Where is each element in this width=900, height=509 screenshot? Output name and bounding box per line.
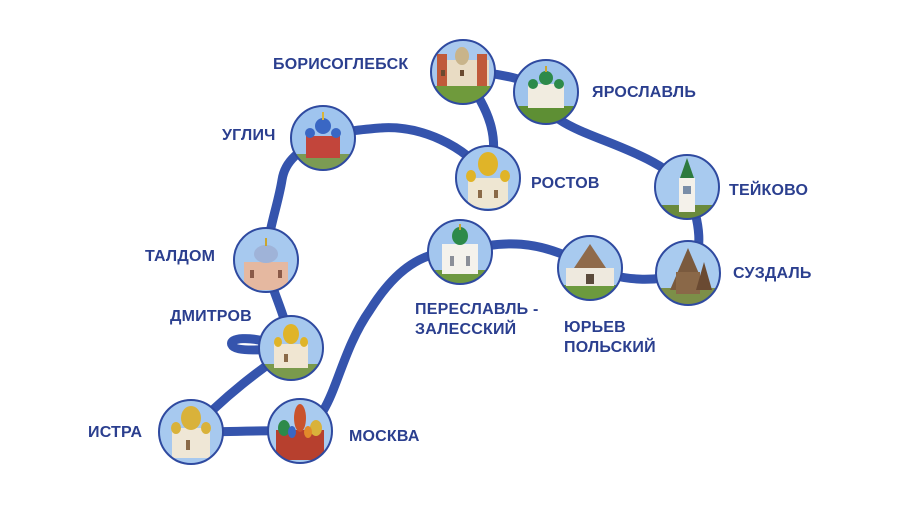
city-medallion-istra[interactable]	[158, 399, 224, 465]
city-medallion-teikovo[interactable]	[654, 154, 720, 220]
city-medallion-yaroslavl[interactable]	[513, 59, 579, 125]
city-medallion-rostov[interactable]	[455, 145, 521, 211]
label-text: ТАЛДОМ	[145, 248, 216, 265]
city-medallion-moskva[interactable]	[267, 398, 333, 464]
label-yaroslavl[interactable]: ЯРОСЛАВЛЬ	[592, 83, 696, 103]
label-text: ДМИТРОВ	[170, 308, 252, 325]
label-uglich[interactable]: УГЛИЧ	[222, 126, 276, 146]
label-text: ЯРОСЛАВЛЬ	[592, 84, 697, 101]
label-text: УГЛИЧ	[222, 127, 276, 144]
label-text: ТЕЙКОВО	[729, 182, 809, 199]
city-medallion-dmitrov[interactable]	[258, 315, 324, 381]
label-yuryev[interactable]: ЮРЬЕВ ПОЛЬСКИЙ	[564, 318, 656, 358]
label-text-line-1: ПЕРЕСЛАВЛЬ -	[415, 301, 539, 318]
city-medallion-taldom[interactable]	[233, 227, 299, 293]
label-text-line-2: ПОЛЬСКИЙ	[564, 339, 656, 356]
city-medallion-uglich[interactable]	[290, 105, 356, 171]
label-borisoglebsk[interactable]: БОРИСОГЛЕБСК	[273, 55, 408, 75]
label-text-line-1: ЮРЬЕВ	[564, 319, 626, 336]
city-medallion-pereslavl[interactable]	[427, 219, 493, 285]
label-text: ИСТРА	[88, 424, 143, 441]
label-text: БОРИСОГЛЕБСК	[273, 56, 409, 73]
city-medallion-yuryev[interactable]	[557, 235, 623, 301]
label-text: СУЗДАЛЬ	[733, 265, 812, 282]
label-istra[interactable]: ИСТРА	[88, 423, 142, 443]
city-medallion-borisoglebsk[interactable]	[430, 39, 496, 105]
label-moskva[interactable]: МОСКВА	[349, 427, 420, 447]
label-dmitrov[interactable]: ДМИТРОВ	[170, 307, 252, 327]
label-teikovo[interactable]: ТЕЙКОВО	[729, 181, 808, 201]
label-suzdal[interactable]: СУЗДАЛЬ	[733, 264, 812, 284]
label-text-line-2: ЗАЛЕССКИЙ	[415, 321, 517, 338]
label-text: МОСКВА	[349, 428, 420, 445]
label-taldom[interactable]: ТАЛДОМ	[145, 247, 215, 267]
city-medallion-suzdal[interactable]	[655, 240, 721, 306]
label-text: РОСТОВ	[531, 175, 600, 192]
label-pereslavl[interactable]: ПЕРЕСЛАВЛЬ - ЗАЛЕССКИЙ	[415, 300, 539, 340]
label-rostov[interactable]: РОСТОВ	[531, 174, 600, 194]
